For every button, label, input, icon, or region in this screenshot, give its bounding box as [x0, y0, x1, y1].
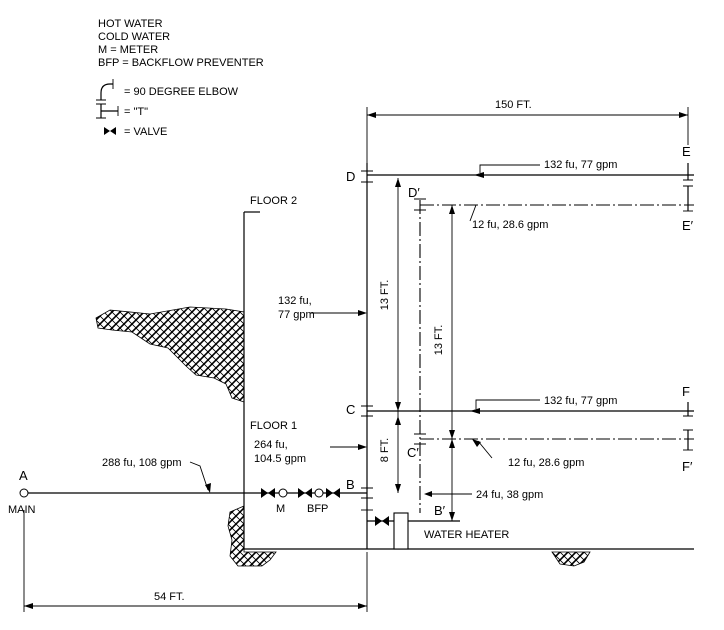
- legend-cold-water: COLD WATER: [98, 31, 170, 43]
- hot-water-piping: [414, 198, 694, 513]
- legend-bfp: BFP = BACKFLOW PREVENTER: [98, 57, 264, 69]
- dim-arrows: [395, 416, 401, 493]
- floor2-label: FLOOR 2: [250, 195, 297, 207]
- earth-mass-upper-left: [95, 306, 245, 403]
- leader-arrow: [358, 444, 367, 450]
- flow-riser-line2: 77 gpm: [278, 309, 315, 321]
- flow-cp-fp: 12 fu, 28.6 gpm: [508, 457, 584, 469]
- dim-label-13ft-hot: 13 FT.: [433, 325, 445, 356]
- earth-mass-lower-left: [227, 505, 277, 567]
- dim-label-150ft: 150 FT.: [495, 99, 532, 111]
- point-d: D: [346, 169, 355, 184]
- labels: A MAIN FLOOR 2 FLOOR 1 D D′ E E′ C C′ F …: [8, 144, 694, 541]
- valve-icon: [326, 488, 340, 498]
- legend-elbow: = 90 DEGREE ELBOW: [124, 86, 239, 98]
- legend-valve: = VALVE: [124, 126, 167, 138]
- flow-floor1-line2: 104.5 gpm: [254, 453, 306, 465]
- water-heater-tank: [393, 512, 409, 550]
- point-c: C: [346, 402, 355, 417]
- tee-icon: [96, 103, 119, 119]
- point-f-prime: F′: [682, 459, 693, 474]
- leader-arrow: [358, 310, 367, 316]
- point-a: A: [19, 468, 28, 483]
- legend-hot-water: HOT WATER: [98, 18, 163, 30]
- flow-main: 288 fu, 108 gpm: [102, 457, 182, 469]
- branch-end-caps: [683, 163, 693, 451]
- point-b-prime: B′: [434, 503, 446, 518]
- meter-label: M: [276, 503, 285, 515]
- cold-water-piping: [19, 163, 694, 550]
- valve-icon: [104, 127, 116, 135]
- flow-c-f: 132 fu, 77 gpm: [544, 395, 617, 407]
- elbow-icon: [96, 79, 114, 101]
- leader-c-f: [475, 399, 540, 409]
- dim-label-13ft-cold: 13 FT.: [379, 280, 391, 311]
- leader-arrow: [470, 408, 480, 414]
- point-d-prime: D′: [408, 185, 420, 200]
- valve-icon: [375, 516, 389, 526]
- point-e-prime: E′: [682, 218, 694, 233]
- callout-leaders: [189, 164, 540, 497]
- valve-icon: [261, 488, 275, 498]
- main-label: MAIN: [8, 504, 36, 516]
- leader-cp-fp: [477, 440, 493, 459]
- floor1-label: FLOOR 1: [250, 420, 297, 432]
- flow-b-bp: 24 fu, 38 gpm: [476, 489, 543, 501]
- flow-riser-line1: 132 fu,: [278, 295, 312, 307]
- tee-icon: [414, 198, 426, 211]
- water-heater-label: WATER HEATER: [424, 529, 509, 541]
- leader-arrow: [424, 491, 432, 497]
- leader-arrow: [474, 172, 484, 178]
- leader-arrow: [472, 439, 481, 447]
- legend: HOT WATER COLD WATER M = METER BFP = BAC…: [96, 18, 264, 138]
- ground: [95, 211, 694, 567]
- leader-dp-ep: [469, 204, 477, 222]
- main-connection-icon: [19, 488, 29, 498]
- flow-d-e: 132 fu, 77 gpm: [544, 159, 617, 171]
- tee-icon: [414, 433, 426, 445]
- flow-dp-ep: 12 fu, 28.6 gpm: [472, 219, 548, 231]
- point-c-prime: C′: [407, 445, 419, 460]
- leader-main: [189, 461, 209, 491]
- legend-tee: = "T": [124, 106, 148, 118]
- point-b: B: [346, 477, 355, 492]
- point-e: E: [682, 144, 691, 159]
- leader-d-e: [479, 164, 540, 173]
- meter-icon: [278, 488, 288, 498]
- valve-icon: [298, 488, 312, 498]
- earth-mass-right: [551, 551, 591, 567]
- tee-icon: [361, 487, 373, 499]
- flow-floor1-line1: 264 fu,: [254, 439, 288, 451]
- legend-meter: M = METER: [98, 44, 158, 56]
- tee-icon: [683, 179, 693, 187]
- backflow-preventer-icon: [314, 488, 324, 498]
- dimensions: 150 FT. 54 FT. 13 FT. 8 FT. 13 FT.: [23, 99, 689, 612]
- leader-arrow: [205, 483, 211, 493]
- tee-icon: [683, 415, 693, 431]
- tee-icon: [361, 405, 373, 417]
- dim-label-54ft: 54 FT.: [154, 591, 185, 603]
- tee-icon: [361, 170, 373, 183]
- point-f: F: [682, 384, 690, 399]
- dim-label-8ft: 8 FT.: [379, 438, 391, 462]
- bfp-label: BFP: [307, 503, 328, 515]
